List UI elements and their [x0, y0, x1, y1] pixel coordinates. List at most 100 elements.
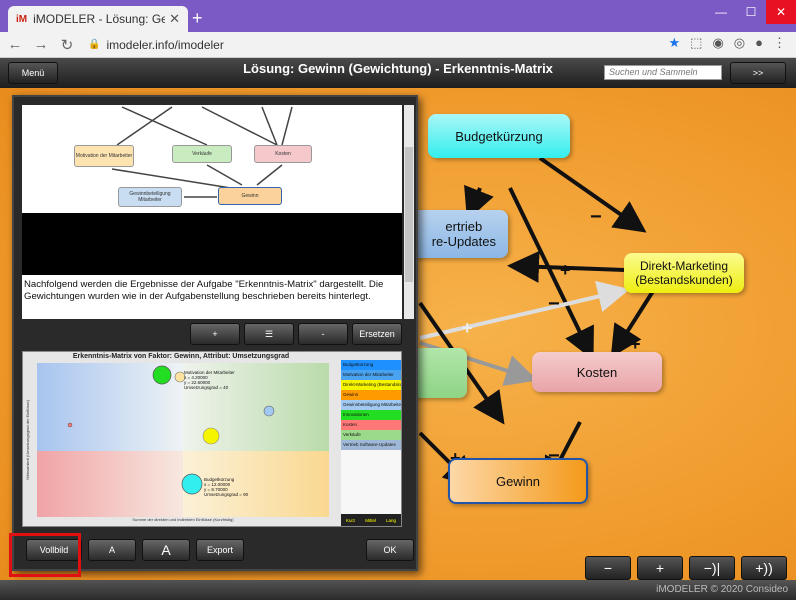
annotation-budget-line-1: Budgetkürzung: [204, 477, 235, 482]
insight-matrix-dialog: Motivation der Mitarbeiter Verkäufe Kost…: [12, 95, 418, 571]
forward-icon[interactable]: →: [33, 36, 49, 53]
close-window-icon[interactable]: ✕: [766, 0, 796, 24]
scrollbar-thumb[interactable]: [405, 147, 413, 282]
mini-diagram: Motivation der Mitarbeiter Verkäufe Kost…: [22, 105, 402, 213]
annotation-motivation-line-4: Umsetzungsgrad = 40: [184, 385, 229, 390]
edge-budget-kosten: [508, 187, 594, 361]
annotation-budget-line-3: y = 8.70000: [204, 487, 228, 492]
font-smaller-button[interactable]: A: [88, 539, 136, 561]
bubble-gewinnbeteiligung[interactable]: [263, 405, 275, 417]
mini-node-kosten: Kosten: [254, 145, 312, 163]
node-kosten[interactable]: Kosten: [532, 352, 662, 392]
extensions: ★ ⬚ ◉ ◎ ● ⋮: [669, 35, 787, 51]
chart-x-axis-label: Summe der direkten und indirekten Einflü…: [132, 517, 234, 522]
page-title: Lösung: Gewinn (Gewichtung) - Erkenntnis…: [243, 61, 553, 76]
legend-item[interactable]: Vertrieb Software-Updates: [341, 440, 401, 450]
edge-light-to-direkt: [419, 280, 630, 340]
edge-label-minus-1: −: [590, 206, 602, 228]
solution-text: Nachfolgend werden die Ergebnisse der Au…: [24, 279, 384, 302]
account-icon[interactable]: ●: [755, 35, 763, 50]
expand-button[interactable]: >>: [730, 62, 786, 84]
chart-plot[interactable]: Motivation der Mitarbeiter x = 4.20000 y…: [37, 363, 329, 517]
more-icon[interactable]: ⋮: [773, 35, 786, 50]
bubble-direkt-marketing[interactable]: [202, 427, 220, 445]
legend-item[interactable]: Verkäufe: [341, 430, 401, 440]
node-budgetkuerzung[interactable]: Budgetkürzung: [428, 114, 570, 158]
edge-label-plus-3: +: [630, 334, 641, 354]
browser-tab[interactable]: iM iMODELER - Lösung: Gewinn (Ge ✕: [8, 6, 188, 32]
mini-node-motivation: Motivation der Mitarbeiter: [74, 145, 134, 167]
annotation-motivation-line-3: y = 22.60000: [184, 380, 211, 385]
font-larger-button[interactable]: A: [142, 539, 190, 561]
ok-button[interactable]: OK: [366, 539, 414, 561]
bubble-innovationen[interactable]: [152, 365, 172, 385]
imodeler-favicon-icon: iM: [16, 13, 28, 25]
fullscreen-button[interactable]: Vollbild: [26, 539, 82, 561]
window-controls: — ☐ ✕: [706, 0, 796, 32]
legend-item[interactable]: Innovationen: [341, 410, 401, 420]
legend-item[interactable]: Motivation der Mitarbeiter: [341, 370, 401, 380]
timeframe-medium[interactable]: Mittel: [365, 517, 376, 523]
mini-node-gewinn: Gewinn: [218, 187, 282, 205]
back-icon[interactable]: ←: [7, 36, 23, 53]
extension-icon[interactable]: ◉: [712, 35, 724, 50]
edge-label-plus-1: +: [560, 260, 571, 280]
browser-tabbar: iM iMODELER - Lösung: Gewinn (Ge ✕ + — ☐…: [0, 0, 796, 32]
mini-diagram-edges: [111, 106, 293, 198]
zoom-in-icon: +: [655, 560, 665, 576]
app-footer: iMODELER © 2020 Consideo: [0, 580, 796, 600]
search-input[interactable]: Suchen und Sammeln: [604, 65, 722, 80]
replace-button[interactable]: Ersetzen: [352, 323, 402, 345]
timeframe-short[interactable]: Kurz: [345, 517, 356, 523]
solution-document[interactable]: Motivation der Mitarbeiter Verkäufe Kost…: [22, 105, 402, 319]
mini-node-verkaeufe: Verkäufe: [172, 145, 232, 163]
add-button[interactable]: +: [190, 323, 240, 345]
minimize-icon[interactable]: —: [715, 5, 727, 19]
url-field[interactable]: 🔒 imodeler.info/imodeler: [88, 38, 224, 52]
edge-direkt-kosten: [610, 286, 657, 358]
edge-label-minus-2: −: [548, 293, 560, 315]
copyright: iMODELER © 2020 Consideo: [656, 584, 788, 595]
black-panel: [22, 213, 402, 275]
close-tab-icon[interactable]: ✕: [169, 11, 180, 26]
legend-item[interactable]: Gewinnbeteiligung Mitarbeiter: [341, 400, 401, 410]
maximize-icon[interactable]: ☐: [745, 5, 757, 19]
tab-title: iMODELER - Lösung: Gewinn (Ge: [33, 12, 166, 26]
new-tab-button[interactable]: +: [192, 8, 203, 28]
menu-button[interactable]: Menü: [8, 62, 58, 84]
document-scrollbar[interactable]: [404, 105, 414, 319]
bubble-motivation[interactable]: [174, 371, 186, 383]
export-button[interactable]: Export: [196, 539, 244, 561]
mini-node-gewinnbeteiligung: Gewinnbeteiligung Mitarbeiter: [118, 187, 182, 207]
chrome-extension-icon[interactable]: ◎: [733, 35, 746, 50]
bookmark-star-icon[interactable]: ★: [668, 35, 681, 50]
zoom-in-button[interactable]: +: [637, 556, 683, 580]
pdf-extension-icon[interactable]: ⬚: [690, 35, 703, 50]
quadrant-bottom-left: [37, 451, 183, 517]
annotation-motivation-line-2: x = 4.20000: [184, 375, 208, 380]
legend-item[interactable]: Direkt-Marketing (Bestandskunden): [341, 380, 401, 390]
graph-edges: − + − + + − +: [418, 156, 657, 491]
reload-icon[interactable]: ↻: [60, 36, 74, 54]
insight-matrix-chart: Erkenntnis-Matrix von Faktor: Gewinn, At…: [22, 351, 402, 527]
edge-budget-direkt: [538, 156, 647, 233]
address-bar: ← → ↻ 🔒 imodeler.info/imodeler ★ ⬚ ◉ ◎ ●…: [0, 32, 796, 58]
model-graph[interactable]: − + − + + − + Budgetkürzung ertrieb re-U…: [0, 88, 796, 600]
legend-item[interactable]: Budgetkürzung: [341, 360, 401, 370]
legend-item[interactable]: Gewinn: [341, 390, 401, 400]
node-direkt-marketing[interactable]: Direkt-Marketing (Bestandskunden): [624, 253, 744, 293]
remove-button[interactable]: -: [298, 323, 348, 345]
timeframe-long[interactable]: Lang: [385, 517, 396, 523]
zoom-out-button[interactable]: −: [585, 556, 631, 580]
step-back-button[interactable]: −)|: [689, 556, 735, 580]
zoom-controls: − + −)| +)): [585, 556, 787, 580]
bubble-kosten[interactable]: [67, 422, 73, 428]
node-gewinn[interactable]: Gewinn: [448, 458, 588, 504]
legend-item[interactable]: Kosten: [341, 420, 401, 430]
zoom-out-icon: −: [603, 560, 613, 576]
bubble-budgetkuerzung[interactable]: [181, 473, 203, 495]
lock-icon: 🔒: [88, 39, 101, 50]
step-forward-button[interactable]: +)): [741, 556, 787, 580]
list-button[interactable]: ☰: [244, 323, 294, 345]
